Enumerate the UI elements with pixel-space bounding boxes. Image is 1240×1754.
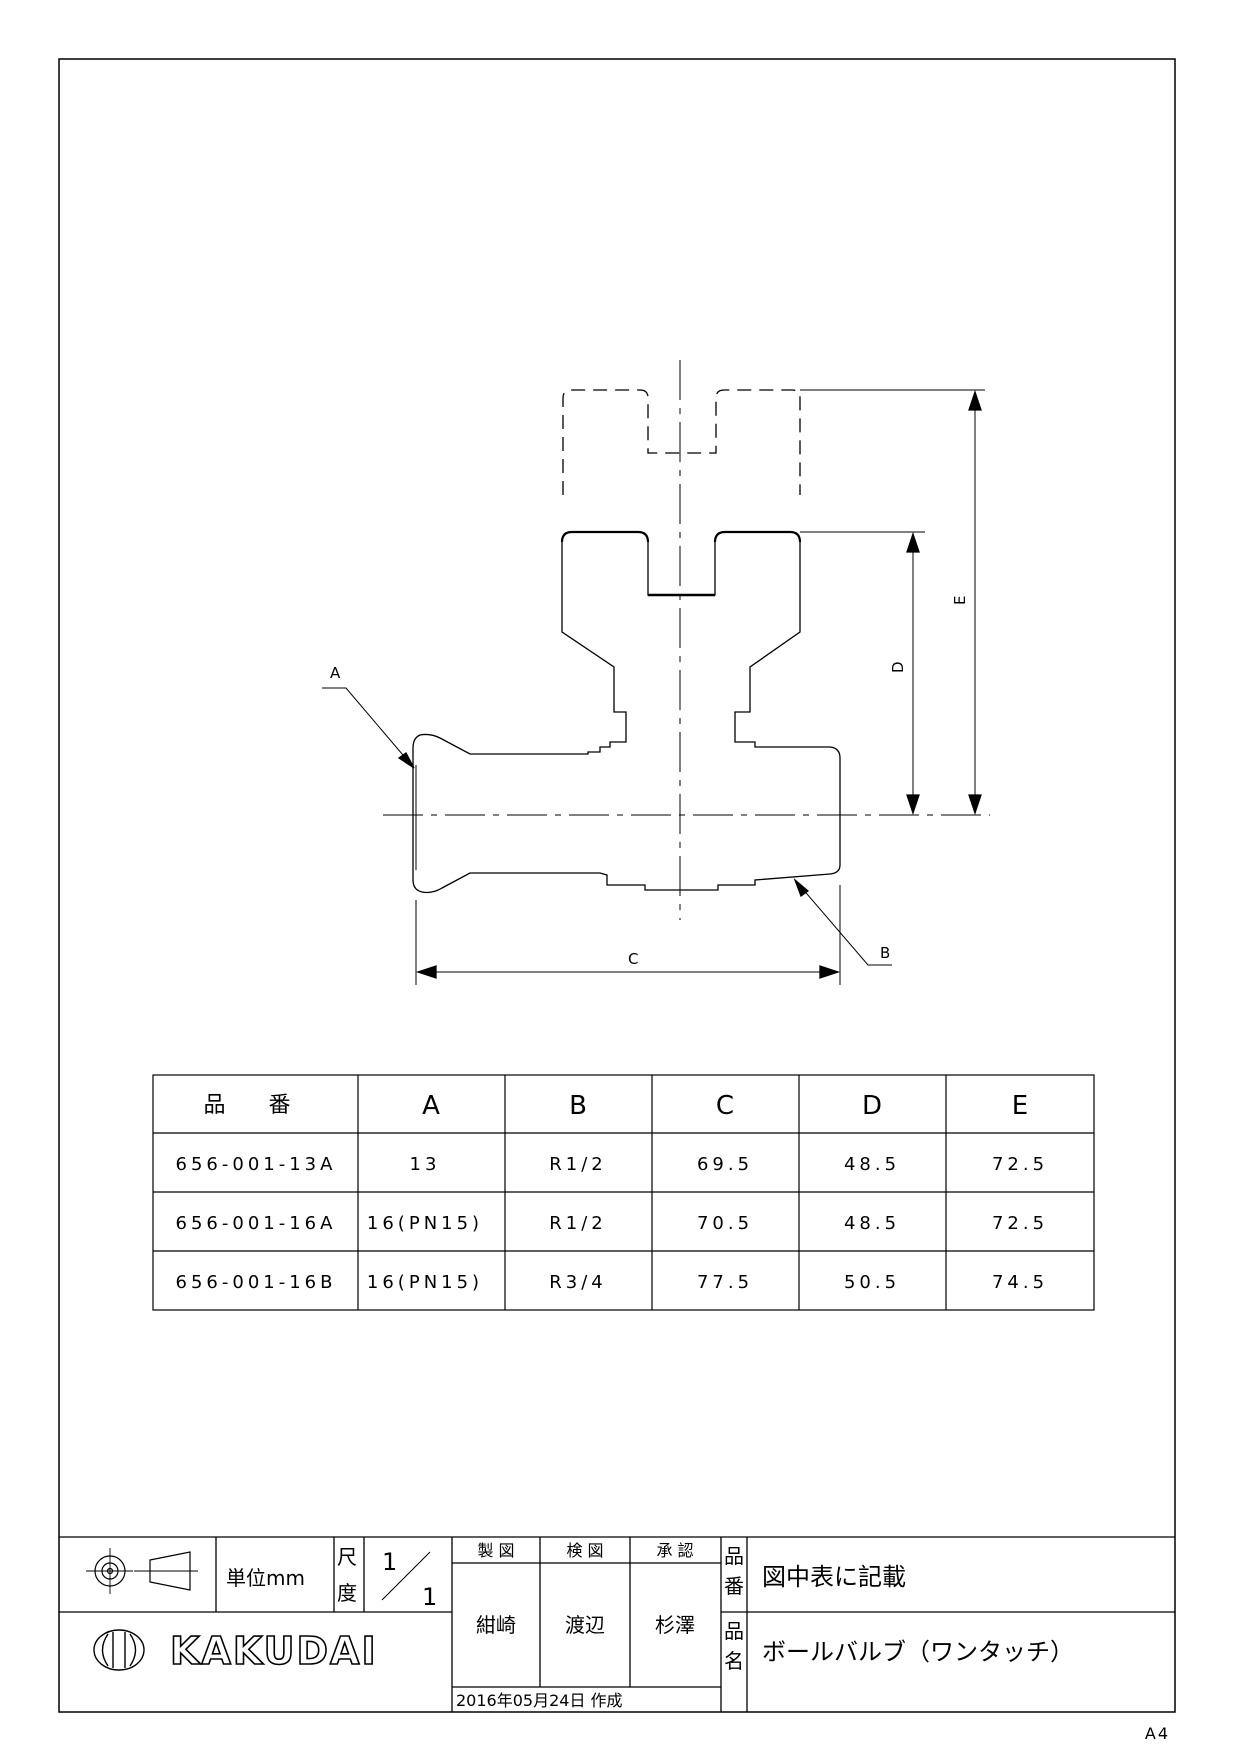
table-header-e: E [1012,1091,1028,1121]
scale-label-1: 尺 [337,1545,357,1569]
table-cell: 13 [410,1154,441,1175]
arrow-c-left [415,965,437,979]
label-c: C [628,950,638,968]
leader-a [322,687,415,769]
title-block [59,1536,1175,1712]
table-header-b: B [569,1091,587,1121]
checked-by: 渡辺 [565,1613,605,1637]
part-name-value: ボールバルブ（ワンタッチ） [762,1638,1074,1666]
label-a: A [330,664,341,682]
handle-top-right [713,530,802,543]
checked-label: 検 図 [566,1541,603,1560]
part-no-value: 図中表に記載 [762,1563,906,1591]
arrow-c-right [819,965,841,979]
sheet-border [58,58,1176,1713]
handle-top-left [560,530,650,543]
drawn-label: 製 図 [477,1541,514,1560]
approved-by: 杉澤 [655,1613,695,1637]
part-no-label-1: 品 [724,1544,744,1568]
label-b: B [880,944,890,962]
table-cell: 16(PN15) [367,1213,483,1234]
table-cell: 72.5 [992,1213,1048,1234]
table-header-d: D [862,1091,882,1121]
scale-label-2: 度 [337,1581,357,1605]
arrow-d-top [906,531,920,553]
leader-b [794,879,892,966]
table-header-part-no: 品 番 [204,1093,309,1118]
arrow-e-top [968,389,982,411]
table-header-c: C [716,1091,734,1121]
part-no-label-2: 番 [724,1574,744,1598]
part-name-label-1: 品 [724,1619,744,1643]
date-created: 2016年05月24日 作成 [456,1691,623,1710]
table-cell: 48.5 [844,1213,900,1234]
scale-denominator: 1 [422,1583,437,1611]
valve-body-left [412,531,680,894]
table-cell: 48.5 [844,1154,900,1175]
table-cell: 77.5 [697,1272,753,1293]
company-name: KAKUDAI [170,1629,378,1673]
paper-size: A4 [1144,1724,1170,1743]
arrow-d-bottom [906,794,920,816]
table-cell: R3/4 [549,1272,606,1293]
valve-drawing [322,360,990,985]
scale-numerator: 1 [382,1548,397,1576]
part-name-label-2: 名 [724,1649,744,1673]
table-cell: 74.5 [992,1272,1048,1293]
table-cell: 50.5 [844,1272,900,1293]
valve-body-right [653,531,841,891]
approved-label: 承 認 [656,1541,693,1560]
unit-label: 単位mm [226,1566,305,1590]
label-e: E [951,596,969,605]
dimension-table [152,1074,1095,1311]
scale-slash [381,1551,431,1601]
handle-open-position [562,389,801,495]
table-cell: R1/2 [549,1154,606,1175]
arrow-a [397,752,415,769]
table-cell: 69.5 [697,1154,753,1175]
table-cell: 656-001-13A [176,1154,337,1175]
table-cell: 656-001-16B [176,1272,337,1293]
drawn-by: 紺崎 [476,1613,516,1637]
table-cell: 70.5 [697,1213,753,1234]
table-cell: 656-001-16A [176,1213,337,1234]
table-cell: 16(PN15) [367,1272,483,1293]
projection-symbol-icon [86,1548,198,1594]
label-d: D [889,661,907,673]
arrow-e-bottom [968,794,982,816]
arrow-b [793,877,810,898]
table-cell: 72.5 [992,1154,1048,1175]
kakudai-logo-icon [93,1629,145,1671]
table-header-a: A [422,1091,440,1121]
table-cell: R1/2 [549,1213,606,1234]
